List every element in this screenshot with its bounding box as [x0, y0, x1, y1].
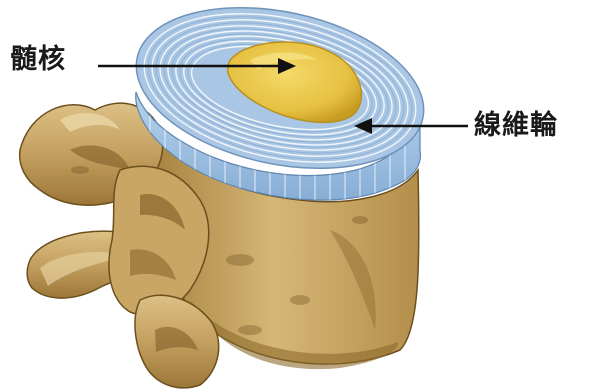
annulus-label: 線維輪	[474, 112, 558, 139]
nucleus-label: 髄核	[10, 46, 66, 73]
